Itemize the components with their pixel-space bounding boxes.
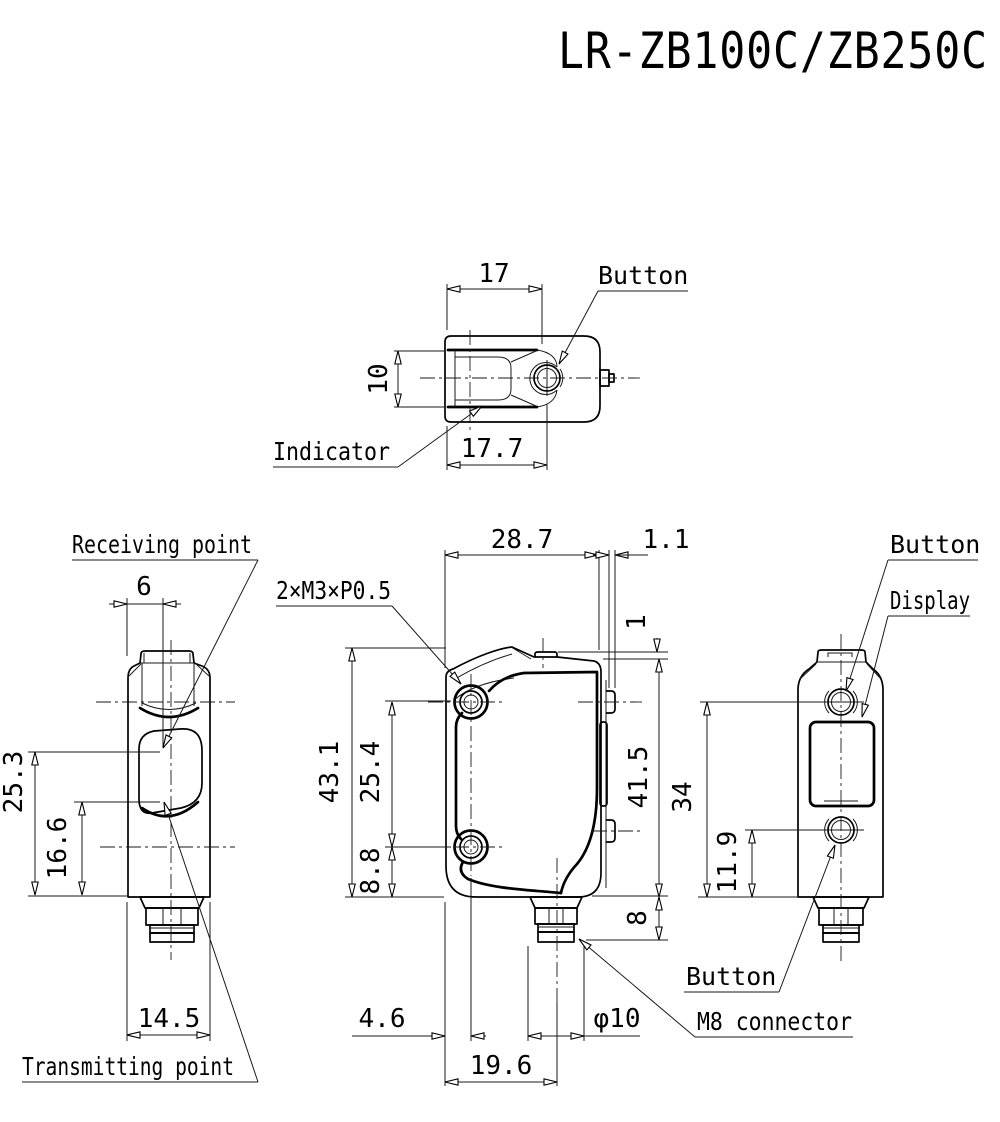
left-view-m8-connector	[139, 896, 205, 943]
right-view-dimensions: 34 11.9	[668, 701, 864, 898]
dim-right-button-bottom-height: 11.9	[713, 831, 743, 894]
right-view-labels: Button Display Button	[684, 530, 980, 993]
leader-mounting-thread	[391, 605, 462, 685]
dim-front-overall-height: 43.1	[315, 741, 345, 804]
dim-top-overall-width: 17.7	[461, 434, 524, 464]
dim-front-hole-pitch: 25.4	[356, 741, 386, 804]
dim-right-button-top-height: 34	[668, 781, 698, 812]
label-receiving-point: Receiving point	[72, 530, 252, 559]
label-m8-connector: M8 connector	[697, 1007, 852, 1036]
front-view-labels: 2×M3×P0.5 M8 connector	[276, 576, 853, 1038]
label-mounting-thread: 2×M3×P0.5	[276, 576, 391, 605]
leader-m8-connector	[578, 938, 696, 1038]
dim-top-height: 10	[364, 363, 394, 394]
dim-front-top-button: 1	[622, 614, 652, 630]
dim-front-connector-length: 8	[623, 910, 653, 926]
dim-front-connector-diameter: φ10	[594, 1004, 641, 1034]
dim-front-connector-offset: 19.6	[470, 1051, 533, 1081]
label-button-top-view: Button	[598, 261, 688, 290]
leader-button-right-top	[845, 559, 889, 692]
left-view-dimensions: 6 25.3 16.6 14.5	[0, 572, 211, 1041]
top-view-dimensions: 17 17.7 10	[364, 259, 548, 470]
front-view-display-edge	[599, 721, 608, 807]
dim-left-axis-offset: 6	[136, 572, 152, 602]
front-view-m8-connector	[529, 896, 583, 943]
leader-display	[861, 615, 889, 718]
left-side-view: 6 25.3 16.6 14.5 Receiving point Transmi…	[0, 530, 259, 1083]
front-view-centerlines	[428, 638, 642, 1002]
front-view-side-button-bottom	[606, 819, 616, 843]
dim-left-transmitting-height: 16.6	[43, 817, 73, 880]
top-view-labels: Button Indicator	[273, 261, 688, 468]
leader-button-right-bottom	[778, 844, 836, 993]
front-view-top-button	[534, 651, 558, 657]
left-view-body	[127, 650, 211, 943]
label-transmitting-point: Transmitting point	[22, 1052, 234, 1081]
left-view-labels: Receiving point Transmitting point	[22, 530, 259, 1083]
front-view: 28.7 1.1 1 43.1 25.4 8.8	[276, 525, 853, 1086]
label-indicator: Indicator	[273, 437, 390, 466]
dim-front-width: 28.7	[491, 525, 554, 555]
page-title: LR-ZB100C/ZB250C	[558, 22, 988, 80]
leader-button-top-view	[558, 290, 599, 365]
dim-left-width: 14.5	[138, 1004, 201, 1034]
leader-transmitting-point	[163, 801, 259, 1083]
right-view-display	[808, 720, 876, 808]
dim-front-hole-to-bottom: 8.8	[356, 848, 386, 895]
left-view-lens	[138, 728, 203, 815]
dim-front-side-button: 1.1	[643, 525, 690, 555]
label-display: Display	[890, 586, 970, 615]
leader-indicator	[397, 405, 483, 468]
left-view-centerlines	[96, 640, 235, 960]
top-view: 17 17.7 10 Button Indicator	[273, 259, 688, 470]
leader-receiving-point	[162, 559, 259, 749]
label-button-right-bottom: Button	[686, 962, 776, 991]
dim-front-hole-offset: 4.6	[359, 1004, 406, 1034]
dim-front-body-height: 41.5	[624, 746, 654, 809]
right-side-view: 34 11.9 Button Display Button	[668, 530, 980, 993]
right-view-body	[797, 649, 884, 943]
label-button-right-top: Button	[890, 530, 980, 559]
dim-top-front-width: 17	[478, 259, 509, 289]
front-view-dimensions: 28.7 1.1 1 43.1 25.4 8.8	[315, 525, 689, 1086]
dim-left-receiving-height: 25.3	[0, 751, 29, 814]
